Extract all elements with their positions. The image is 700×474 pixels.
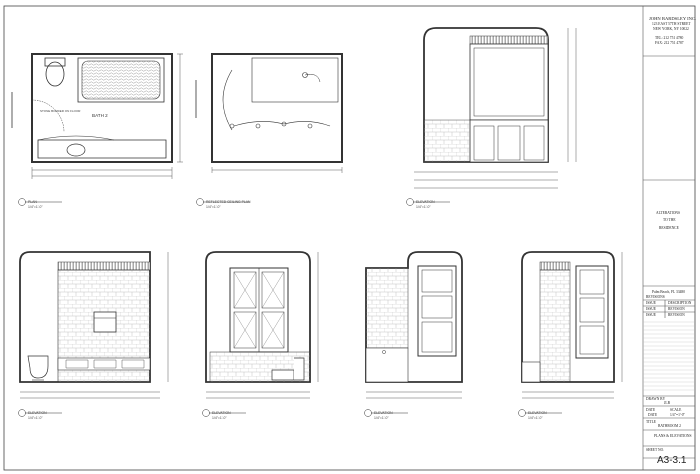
ceiling-plan-drawing	[195, 53, 343, 173]
rev-label-1: ISSUE	[646, 301, 656, 305]
drawing-title-3: ELEVATION	[416, 200, 435, 204]
elevation-5-drawing	[205, 251, 319, 399]
sheet-title-2: PLANS & ELEVATIONS	[654, 434, 692, 438]
rev-value-1: DESCRIPTION	[668, 301, 692, 305]
project-line-2: TO THE	[663, 218, 676, 222]
drawing-title-7: ELEVATION	[528, 411, 547, 415]
drawn-by-label: DRAWN BY	[646, 397, 666, 401]
firm-name: JOHN BARDSLEY INC.	[649, 16, 697, 21]
drawing-title-4: ELEVATION	[28, 411, 47, 415]
date-label: DATE	[646, 408, 656, 412]
project-line-3: RESIDENCE	[659, 226, 679, 230]
drawing-scale-2: 1/4"=1'-0"	[206, 205, 221, 209]
drawing-title-6: ELEVATION	[374, 411, 393, 415]
revisions-label: REVISIONS	[646, 295, 665, 299]
rev-value-2: REVISION	[668, 307, 685, 311]
elevation-3-drawing	[414, 27, 577, 189]
callouts	[18, 198, 562, 417]
sheet-title-1: BATHROOM 2	[658, 424, 681, 428]
drawing-scale-6: 1/4"=1'-0"	[374, 416, 389, 420]
drawing-scale-1: 1/4"=1'-0"	[28, 205, 43, 209]
sheet-no-label: SHEET NO.	[646, 448, 665, 452]
firm-address-2: NEW YORK, NY 10022	[653, 27, 689, 31]
drawing-scale-7: 1/4"=1'-0"	[528, 416, 543, 420]
drawing-scale-4: 1/4"=1'-0"	[28, 416, 43, 420]
elevation-4-drawing	[19, 251, 169, 399]
plan-drawing	[11, 53, 183, 179]
title-label: TITLE	[646, 420, 656, 424]
rev-label-2: ISSUE	[646, 307, 656, 311]
drawing-title-1: PLAN	[28, 200, 37, 204]
drawing-title-2: REFLECTED CEILING PLAN	[206, 200, 251, 204]
scale-value: 1/4"=1'-0"	[670, 413, 685, 417]
rev-value-3: REVISION	[668, 313, 685, 317]
rev-label-3: ISSUE	[646, 313, 656, 317]
sheet-number: A3-3.1	[657, 455, 687, 466]
title-block-lines	[642, 6, 695, 470]
elevation-7-drawing	[521, 251, 623, 399]
scale-label: SCALE	[670, 408, 682, 412]
plan-room-label: BATH 2	[92, 113, 108, 118]
firm-address-1: 123 EAST 57TH STREET	[652, 22, 691, 26]
drawing-scale-3: 1/4"=1'-0"	[416, 205, 431, 209]
plan-note: STONE BORDER ON FLOOR	[40, 109, 81, 113]
drawing-scale-5: 1/4"=1'-0"	[212, 416, 227, 420]
date-value: DATE	[648, 413, 658, 417]
firm-fax: FAX: 212 751 4787	[655, 41, 684, 45]
drawing-title-5: ELEVATION	[212, 411, 231, 415]
firm-tel: TEL: 212 751 4780	[655, 36, 684, 40]
drawn-by-value: JLB	[664, 401, 670, 405]
project-address: Palm Beach, FL 33480	[652, 290, 686, 294]
elevation-6-drawing	[365, 251, 463, 399]
project-line-1: ALTERATIONS	[656, 211, 681, 215]
title-block-ruling	[643, 321, 695, 391]
